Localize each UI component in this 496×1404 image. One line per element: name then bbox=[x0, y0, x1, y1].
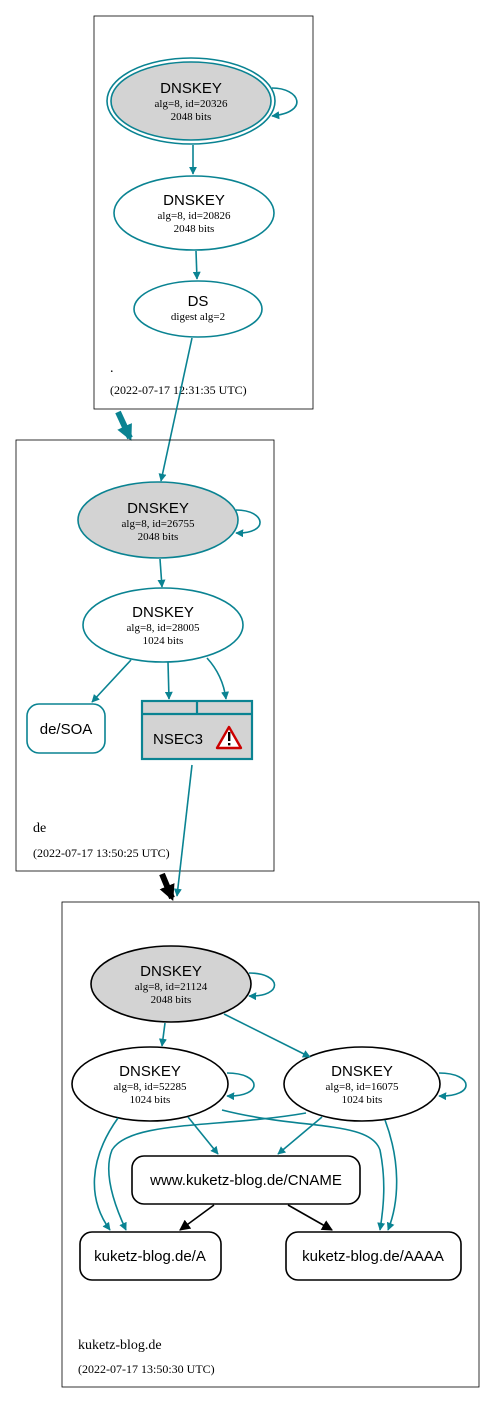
de-zsk-to-soa-edge bbox=[91, 659, 132, 703]
root-zsk-line1: alg=8, id=20826 bbox=[158, 210, 231, 222]
kuketz-ksk-line1: alg=8, id=21124 bbox=[135, 981, 208, 993]
kuketz-zsk1-to-cname-edge bbox=[187, 1116, 219, 1155]
kuketz-zsk2-to-aaaa-edge bbox=[384, 1119, 398, 1231]
zone-root-box bbox=[93, 15, 314, 410]
kuketz-cname-to-aaaa-edge bbox=[287, 1204, 333, 1231]
root-ds-to-de-ksk-edge bbox=[158, 337, 193, 482]
kuketz-zsk2-line1: alg=8, id=16075 bbox=[326, 1081, 399, 1093]
kuketz-zsk2-title: DNSKEY bbox=[331, 1063, 393, 1080]
kuketz-zone-timestamp: (2022-07-17 13:50:30 UTC) bbox=[78, 1362, 215, 1376]
kuketz-zsk1-self-edge bbox=[226, 1072, 255, 1101]
delegation-de-to-kuketz bbox=[159, 872, 175, 901]
kuketz-zsk2-to-a-edge bbox=[108, 1112, 307, 1231]
kuketz-zsk1-line1: alg=8, id=52285 bbox=[114, 1081, 187, 1093]
kuketz-zsk2-self-edge bbox=[438, 1072, 467, 1101]
zone-de: DNSKEY alg=8, id=26755 2048 bits DNSKEY … bbox=[15, 439, 275, 872]
root-ksk-node: DNSKEY alg=8, id=20326 2048 bits bbox=[106, 57, 276, 145]
kuketz-aaaa-node: kuketz-blog.de/AAAA bbox=[285, 1231, 462, 1281]
root-ds-title: DS bbox=[188, 293, 209, 310]
root-ksk-line1: alg=8, id=20326 bbox=[155, 98, 228, 110]
kuketz-a-label: kuketz-blog.de/A bbox=[94, 1248, 206, 1265]
de-nsec3-label: NSEC3 bbox=[153, 731, 203, 748]
root-ds-line1: digest alg=2 bbox=[171, 311, 225, 323]
kuketz-ksk-title: DNSKEY bbox=[140, 963, 202, 980]
de-zsk-to-nsec3-edge-2 bbox=[206, 657, 230, 700]
delegation-root-to-de bbox=[115, 410, 133, 441]
de-ksk-title: DNSKEY bbox=[127, 500, 189, 517]
kuketz-ksk-self-edge bbox=[248, 972, 276, 1001]
kuketz-ksk-line2: 2048 bits bbox=[151, 994, 192, 1006]
de-zsk-node: DNSKEY alg=8, id=28005 1024 bits bbox=[82, 587, 244, 663]
zone-kuketz: DNSKEY alg=8, id=21124 2048 bits DNSKEY … bbox=[61, 901, 480, 1388]
zone-root: DNSKEY alg=8, id=20326 2048 bits DNSKEY … bbox=[93, 15, 314, 410]
root-ksk-line2: 2048 bits bbox=[171, 111, 212, 123]
root-zsk-node: DNSKEY alg=8, id=20826 2048 bits bbox=[113, 175, 275, 251]
kuketz-zone-name: kuketz-blog.de bbox=[78, 1338, 162, 1353]
root-zsk-title: DNSKEY bbox=[163, 192, 225, 209]
de-zsk-line1: alg=8, id=28005 bbox=[127, 622, 200, 634]
zone-de-box bbox=[15, 439, 275, 872]
de-ksk-line2: 2048 bits bbox=[138, 531, 179, 543]
kuketz-zsk2-node: DNSKEY alg=8, id=16075 1024 bits bbox=[283, 1046, 441, 1122]
root-zone-timestamp: (2022-07-17 12:31:35 UTC) bbox=[110, 383, 247, 397]
kuketz-ksk-to-zsk2-edge bbox=[223, 1013, 311, 1058]
kuketz-zsk1-node: DNSKEY alg=8, id=52285 1024 bits bbox=[71, 1046, 229, 1122]
root-zsk-line2: 2048 bits bbox=[174, 223, 215, 235]
de-nsec3-node: NSEC3 bbox=[140, 699, 254, 761]
de-zone-timestamp: (2022-07-17 13:50:25 UTC) bbox=[33, 846, 170, 860]
kuketz-cname-node: www.kuketz-blog.de/CNAME bbox=[131, 1155, 361, 1205]
root-zsk-to-ds-edge bbox=[192, 250, 201, 280]
de-zsk-to-nsec3-edge-1 bbox=[164, 661, 173, 700]
de-nsec3-to-kuketz-edge bbox=[173, 764, 193, 897]
de-ksk-node: DNSKEY alg=8, id=26755 2048 bits bbox=[77, 481, 239, 559]
de-ksk-to-zsk-edge bbox=[157, 558, 166, 588]
kuketz-a-node: kuketz-blog.de/A bbox=[79, 1231, 222, 1281]
kuketz-cname-to-a-edge bbox=[179, 1204, 215, 1231]
kuketz-zsk1-to-a-edge bbox=[93, 1117, 119, 1231]
zone-kuketz-box bbox=[61, 901, 480, 1388]
kuketz-zsk1-to-aaaa-edge bbox=[221, 1109, 386, 1231]
de-zone-name: de bbox=[33, 821, 46, 836]
de-soa-label: de/SOA bbox=[40, 721, 93, 738]
root-ksk-self-edge bbox=[271, 87, 298, 120]
kuketz-zsk2-to-cname-edge bbox=[277, 1116, 323, 1155]
de-ksk-line1: alg=8, id=26755 bbox=[122, 518, 195, 530]
de-soa-node: de/SOA bbox=[26, 703, 106, 754]
root-zone-name: . bbox=[110, 361, 114, 376]
root-ds-node: DS digest alg=2 bbox=[133, 280, 263, 338]
kuketz-zsk2-line2: 1024 bits bbox=[342, 1094, 383, 1106]
kuketz-zsk1-line2: 1024 bits bbox=[130, 1094, 171, 1106]
warning-icon bbox=[215, 725, 243, 750]
kuketz-cname-label: www.kuketz-blog.de/CNAME bbox=[149, 1172, 342, 1189]
kuketz-aaaa-label: kuketz-blog.de/AAAA bbox=[302, 1248, 444, 1265]
de-ksk-self-edge bbox=[235, 509, 261, 538]
de-zsk-title: DNSKEY bbox=[132, 604, 194, 621]
root-ksk-title: DNSKEY bbox=[160, 80, 222, 97]
de-zsk-line2: 1024 bits bbox=[143, 635, 184, 647]
kuketz-ksk-node: DNSKEY alg=8, id=21124 2048 bits bbox=[90, 945, 252, 1023]
kuketz-zsk1-title: DNSKEY bbox=[119, 1063, 181, 1080]
kuketz-ksk-to-zsk1-edge bbox=[158, 1022, 167, 1047]
